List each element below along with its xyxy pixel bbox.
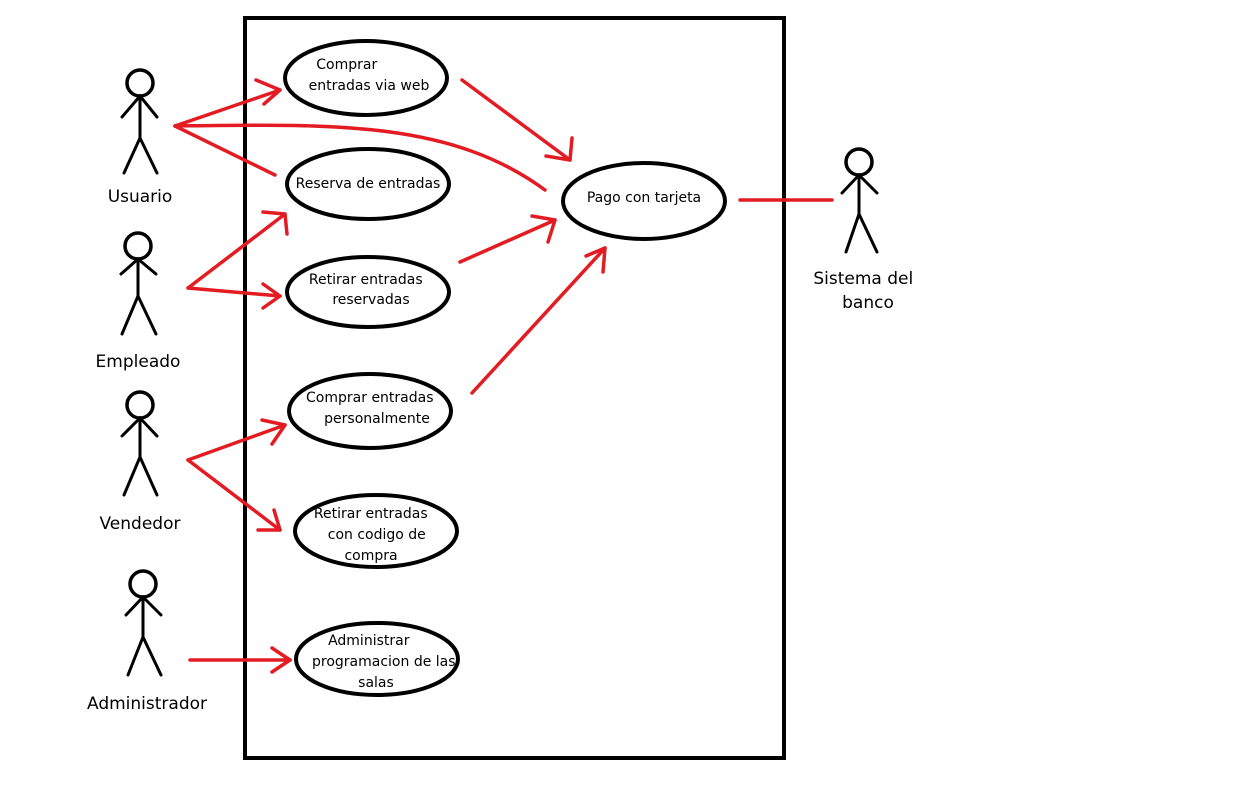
svg-text:Administrar programacion: Administrar programacion de las salas xyxy=(312,633,460,691)
stick-figure-icon xyxy=(840,147,879,254)
svg-text:Sistema del banco: Sistema del banco xyxy=(813,269,918,313)
arrow-comprar-personal-pago xyxy=(470,246,607,395)
usecase-label: con codigo de xyxy=(328,527,426,543)
svg-text:Retirar entradas reserva: Retirar entradas reservadas xyxy=(309,272,427,308)
line-usuario-pago xyxy=(173,123,547,192)
usecase-label: Administrar xyxy=(328,633,410,649)
actor-label: Empleado xyxy=(96,352,181,372)
usecase-pago-tarjeta: Pago con tarjeta xyxy=(561,161,727,241)
usecase-label: compra xyxy=(344,548,397,564)
usecase-comprar-web: Comprar entradas via web xyxy=(283,39,449,117)
usecase-comprar-personal: Comprar entradas personalmente xyxy=(287,372,453,450)
stick-figure-icon xyxy=(124,569,163,677)
actor-label: Administrador xyxy=(87,694,207,714)
actor-vendedor: Vendedor xyxy=(100,390,181,534)
svg-text:Reserva de entradas: Reserva de entradas xyxy=(296,176,441,192)
usecase-label: entradas via web xyxy=(309,78,430,94)
svg-text:Retirar entradas con cod: Retirar entradas con codigo de compra xyxy=(314,506,432,564)
svg-text:Pago con tarjeta: Pago con tarjeta xyxy=(587,190,701,206)
stick-figure-icon xyxy=(120,390,159,497)
actor-label: Vendedor xyxy=(100,514,181,534)
actor-sistema-banco: Sistema del banco xyxy=(813,147,918,313)
usecase-retirar-codigo: Retirar entradas con codigo de compra xyxy=(293,493,459,569)
usecase-label: Pago con tarjeta xyxy=(587,190,701,206)
usecase-label: Comprar xyxy=(316,57,377,73)
usecase-label: Comprar entradas xyxy=(306,390,433,406)
actor-label: Usuario xyxy=(108,187,173,207)
usecase-reserva: Reserva de entradas xyxy=(285,147,451,221)
arrow-vendedor-comprar-personal xyxy=(186,418,287,462)
arrow-comprar-web-pago xyxy=(460,78,574,162)
usecase-administrar: Administrar programacion de las salas xyxy=(294,621,460,697)
usecase-label: salas xyxy=(358,675,394,691)
arrow-empleado-retirar-reservadas xyxy=(186,282,282,310)
svg-text:Comprar entradas persona: Comprar entradas personalmente xyxy=(306,390,438,427)
usecase-label: Reserva de entradas xyxy=(296,176,441,192)
svg-text:Comprar entradas via web: Comprar entradas via web xyxy=(309,57,430,94)
usecase-label: programacion de las xyxy=(312,654,456,670)
usecase-label: reservadas xyxy=(332,292,409,308)
arrow-empleado-reserva xyxy=(186,210,289,290)
actor-label: banco xyxy=(842,293,894,313)
usecase-retirar-reservadas: Retirar entradas reservadas xyxy=(285,255,451,329)
arrow-vendedor-retirar-codigo xyxy=(186,458,282,532)
associations xyxy=(173,78,834,674)
usecase-label: Retirar entradas xyxy=(309,272,423,288)
actor-empleado: Empleado xyxy=(96,231,181,372)
stick-figure-icon xyxy=(120,68,159,175)
stick-figure-icon xyxy=(119,231,158,336)
arrow-retirar-reservadas-pago xyxy=(458,214,557,264)
actor-usuario: Usuario xyxy=(108,68,173,207)
usecase-label: personalmente xyxy=(324,411,430,427)
actor-label: Sistema del xyxy=(813,269,913,289)
usecase-label: Retirar entradas xyxy=(314,506,428,522)
actor-administrador: Administrador xyxy=(87,569,207,714)
arrow-administrador-administrar xyxy=(188,646,292,674)
line-usuario-reserva xyxy=(173,124,277,177)
system-boundary xyxy=(243,16,786,760)
arrow-usuario-comprar-web xyxy=(173,78,282,128)
